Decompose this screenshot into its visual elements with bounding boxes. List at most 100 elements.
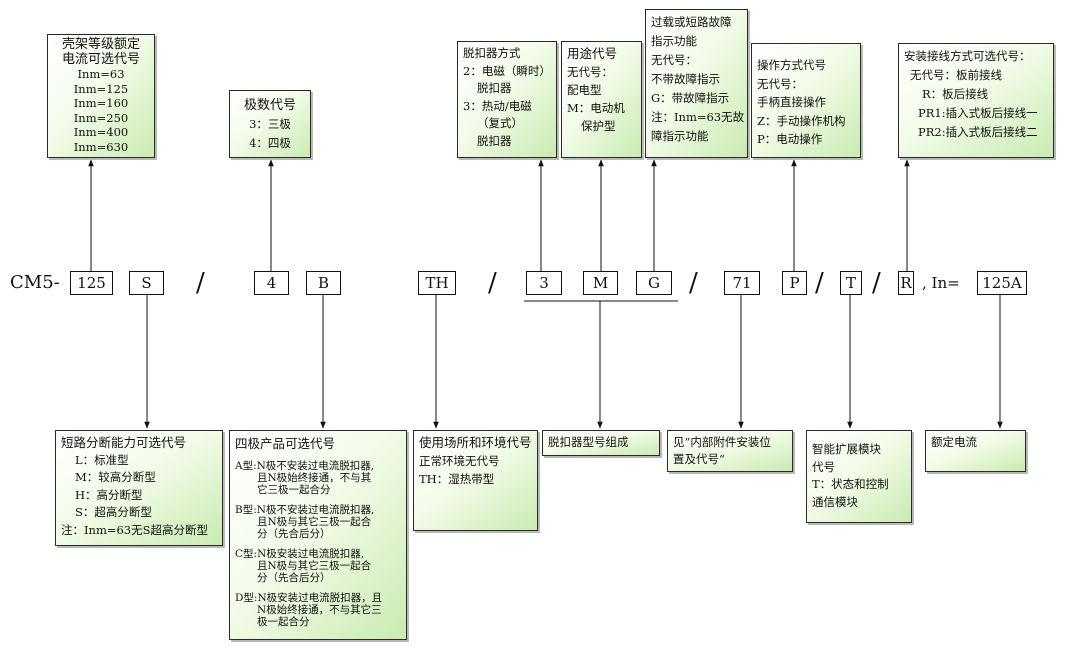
- poles-item: 3：三极: [249, 117, 291, 131]
- environment-code-box: 使用场所和环境代号 正常环境无代号 TH：湿热带型: [413, 430, 538, 531]
- code-release: 3: [526, 271, 562, 295]
- code-env: TH: [418, 271, 456, 295]
- poles-item: 4：四极: [249, 136, 291, 150]
- smart-line: 智能扩展模块: [812, 442, 881, 456]
- separator-slash: /: [872, 268, 881, 298]
- code-smart: T: [840, 271, 862, 295]
- wiring-line: PR2:插入式板后接线二: [918, 125, 1038, 139]
- type-b-line: B型:N极不安装过电流脱扣器,: [235, 504, 375, 516]
- type-d-line: D型:N极安装过电流脱扣器，且: [235, 592, 383, 604]
- breaking-capacity-box: 短路分断能力可选代号 L：标准型 M：较高分断型 H：高分断型 S：超高分断型 …: [55, 430, 223, 546]
- wiring-line: 无代号：板前接线: [910, 68, 1002, 82]
- frame-title-2: 电流可选代号: [61, 51, 140, 67]
- release-line: 2：电磁（瞬时）: [463, 63, 551, 78]
- breaking-line: 短路分断能力可选代号: [61, 435, 187, 450]
- usage-line: 无代号：: [567, 65, 613, 79]
- code-frame: 125: [70, 271, 113, 295]
- frame-item: Inm=630: [73, 139, 129, 154]
- frame-item: Inm=160: [73, 96, 129, 110]
- wiring-line: 安装接线方式可选代号：: [904, 49, 1031, 63]
- fault-line: G：带故障指示: [651, 91, 730, 105]
- type-b-line: 且N极与其它三极一起合: [257, 516, 372, 528]
- frame-code-box: 壳架等级额定 电流可选代号 Inm=63 Inm=125 Inm=160 Inm…: [47, 34, 155, 158]
- usage-code-box: 用途代号 无代号： 配电型 M：电动机 保护型: [561, 41, 642, 158]
- smart-line: 通信模块: [812, 494, 858, 509]
- type-c-line: 且N极与其它三极一起合: [257, 560, 372, 572]
- wiring-mode-box: 安装接线方式可选代号： 无代号：板前接线 R：板后接线 PR1:插入式板后接线一…: [898, 43, 1054, 158]
- separator-slash: /: [488, 268, 497, 298]
- smart-line: T：状态和控制: [812, 477, 889, 491]
- type-a-line: A型:N极不安装过电流脱扣器,: [235, 460, 375, 472]
- usage-line: 用途代号: [567, 46, 618, 61]
- type-c-line: 分（先合后分）: [257, 572, 331, 584]
- separator-slash: /: [196, 268, 205, 298]
- type-a-line: 且N极始终接通，不与其: [257, 472, 372, 484]
- frame-title-1: 壳架等级额定: [61, 37, 140, 52]
- fault-line: 不带故障指示: [651, 72, 720, 86]
- code-breaking: S: [129, 271, 164, 295]
- model-prefix: CM5-: [10, 272, 60, 293]
- wiring-line: PR1:插入式板后接线一: [918, 106, 1038, 120]
- separator-slash: /: [815, 268, 824, 298]
- poles-code-box: 极数代号 3：三极 4：四极: [229, 90, 311, 158]
- frame-item: Inm=400: [73, 125, 129, 139]
- fault-line: 障指示功能: [651, 129, 709, 143]
- accessory-code-box: 见”内部附件安装位 置及代号“: [667, 430, 793, 472]
- fault-indicator-box: 过载或短路故障 指示功能 无代号： 不带故障指示 G：带故障指示 注：Inm=6…: [645, 9, 748, 158]
- type-b-line: 分（先合后分）: [257, 528, 331, 540]
- code-operation: P: [782, 271, 807, 295]
- operation-mode-box: 操作方式代号 无代号： 手柄直接操作 Z：手动操作机构 P：电动操作: [751, 43, 861, 158]
- operation-line: P：电动操作: [757, 132, 823, 146]
- release-line: 脱扣器: [477, 81, 512, 95]
- release-line: 3：热动/电磁: [463, 98, 532, 113]
- release-mode-box: 脱扣器方式 2：电磁（瞬时） 脱扣器 3：热动/电磁 （复式） 脱扣器: [457, 41, 557, 158]
- wiring-line: R：板后接线: [922, 87, 989, 101]
- type-c-line: C型:N极安装过电流脱扣器,: [235, 548, 365, 560]
- env-line: 使用场所和环境代号: [419, 435, 532, 450]
- poles-title: 极数代号: [243, 98, 296, 113]
- code-wiring: R: [898, 271, 914, 295]
- accessory-line: 置及代号“: [673, 452, 725, 466]
- operation-line: 操作方式代号: [757, 58, 826, 72]
- code-current: 125A: [977, 271, 1027, 295]
- fault-line: 过载或短路故障: [651, 15, 732, 29]
- release-line: （复式）: [477, 116, 523, 130]
- breaking-line: M：较高分断型: [75, 470, 156, 484]
- usage-line: 配电型: [567, 83, 602, 97]
- operation-line: 无代号：: [757, 76, 803, 91]
- fault-line: 注：Inm=63无故: [651, 110, 745, 124]
- type-d-line: N极始终接通，不与其它三: [257, 604, 382, 616]
- rated-current-line: 额定电流: [931, 435, 977, 449]
- env-line: 正常环境无代号: [419, 454, 500, 468]
- release-group-line: 脱扣器型号组成: [548, 435, 629, 449]
- breaking-line: H：高分断型: [75, 487, 143, 502]
- release-line: 脱扣器: [477, 133, 512, 148]
- in-label: , In=: [922, 274, 960, 292]
- release-line: 脱扣器方式: [463, 46, 521, 60]
- usage-line: M：电动机: [567, 101, 625, 115]
- frame-item: Inm=250: [73, 110, 129, 125]
- env-line: TH：湿热带型: [419, 472, 495, 486]
- operation-line: 手柄直接操作: [757, 95, 826, 109]
- code-usage: M: [583, 271, 618, 295]
- breaking-line: 注：Inm=63无S超高分断型: [61, 522, 209, 537]
- code-poles-type: B: [306, 271, 341, 295]
- fault-line: 无代号：: [651, 53, 697, 67]
- type-d-line: 极一起合分: [257, 616, 310, 628]
- rated-current-box: 额定电流: [925, 430, 1026, 472]
- breaking-line: L：标准型: [75, 452, 129, 467]
- frame-item: Inm=63: [77, 67, 125, 81]
- poles-type-title: 四极产品可选代号: [235, 436, 336, 451]
- code-poles: 4: [254, 271, 289, 295]
- type-a-line: 它三极一起合分: [257, 484, 331, 496]
- code-accessory: 71: [724, 271, 760, 295]
- fault-line: 指示功能: [651, 34, 697, 48]
- frame-item: Inm=125: [73, 81, 129, 96]
- operation-line: Z：手动操作机构: [757, 113, 846, 128]
- code-fault: G: [636, 271, 672, 295]
- smart-module-box: 智能扩展模块 代号 T：状态和控制 通信模块: [806, 430, 912, 523]
- breaking-line: S：超高分断型: [75, 505, 152, 519]
- four-pole-type-box: 四极产品可选代号 A型:N极不安装过电流脱扣器, 且N极始终接通，不与其 它三极…: [229, 430, 407, 640]
- release-group-box: 脱扣器型号组成: [542, 430, 660, 456]
